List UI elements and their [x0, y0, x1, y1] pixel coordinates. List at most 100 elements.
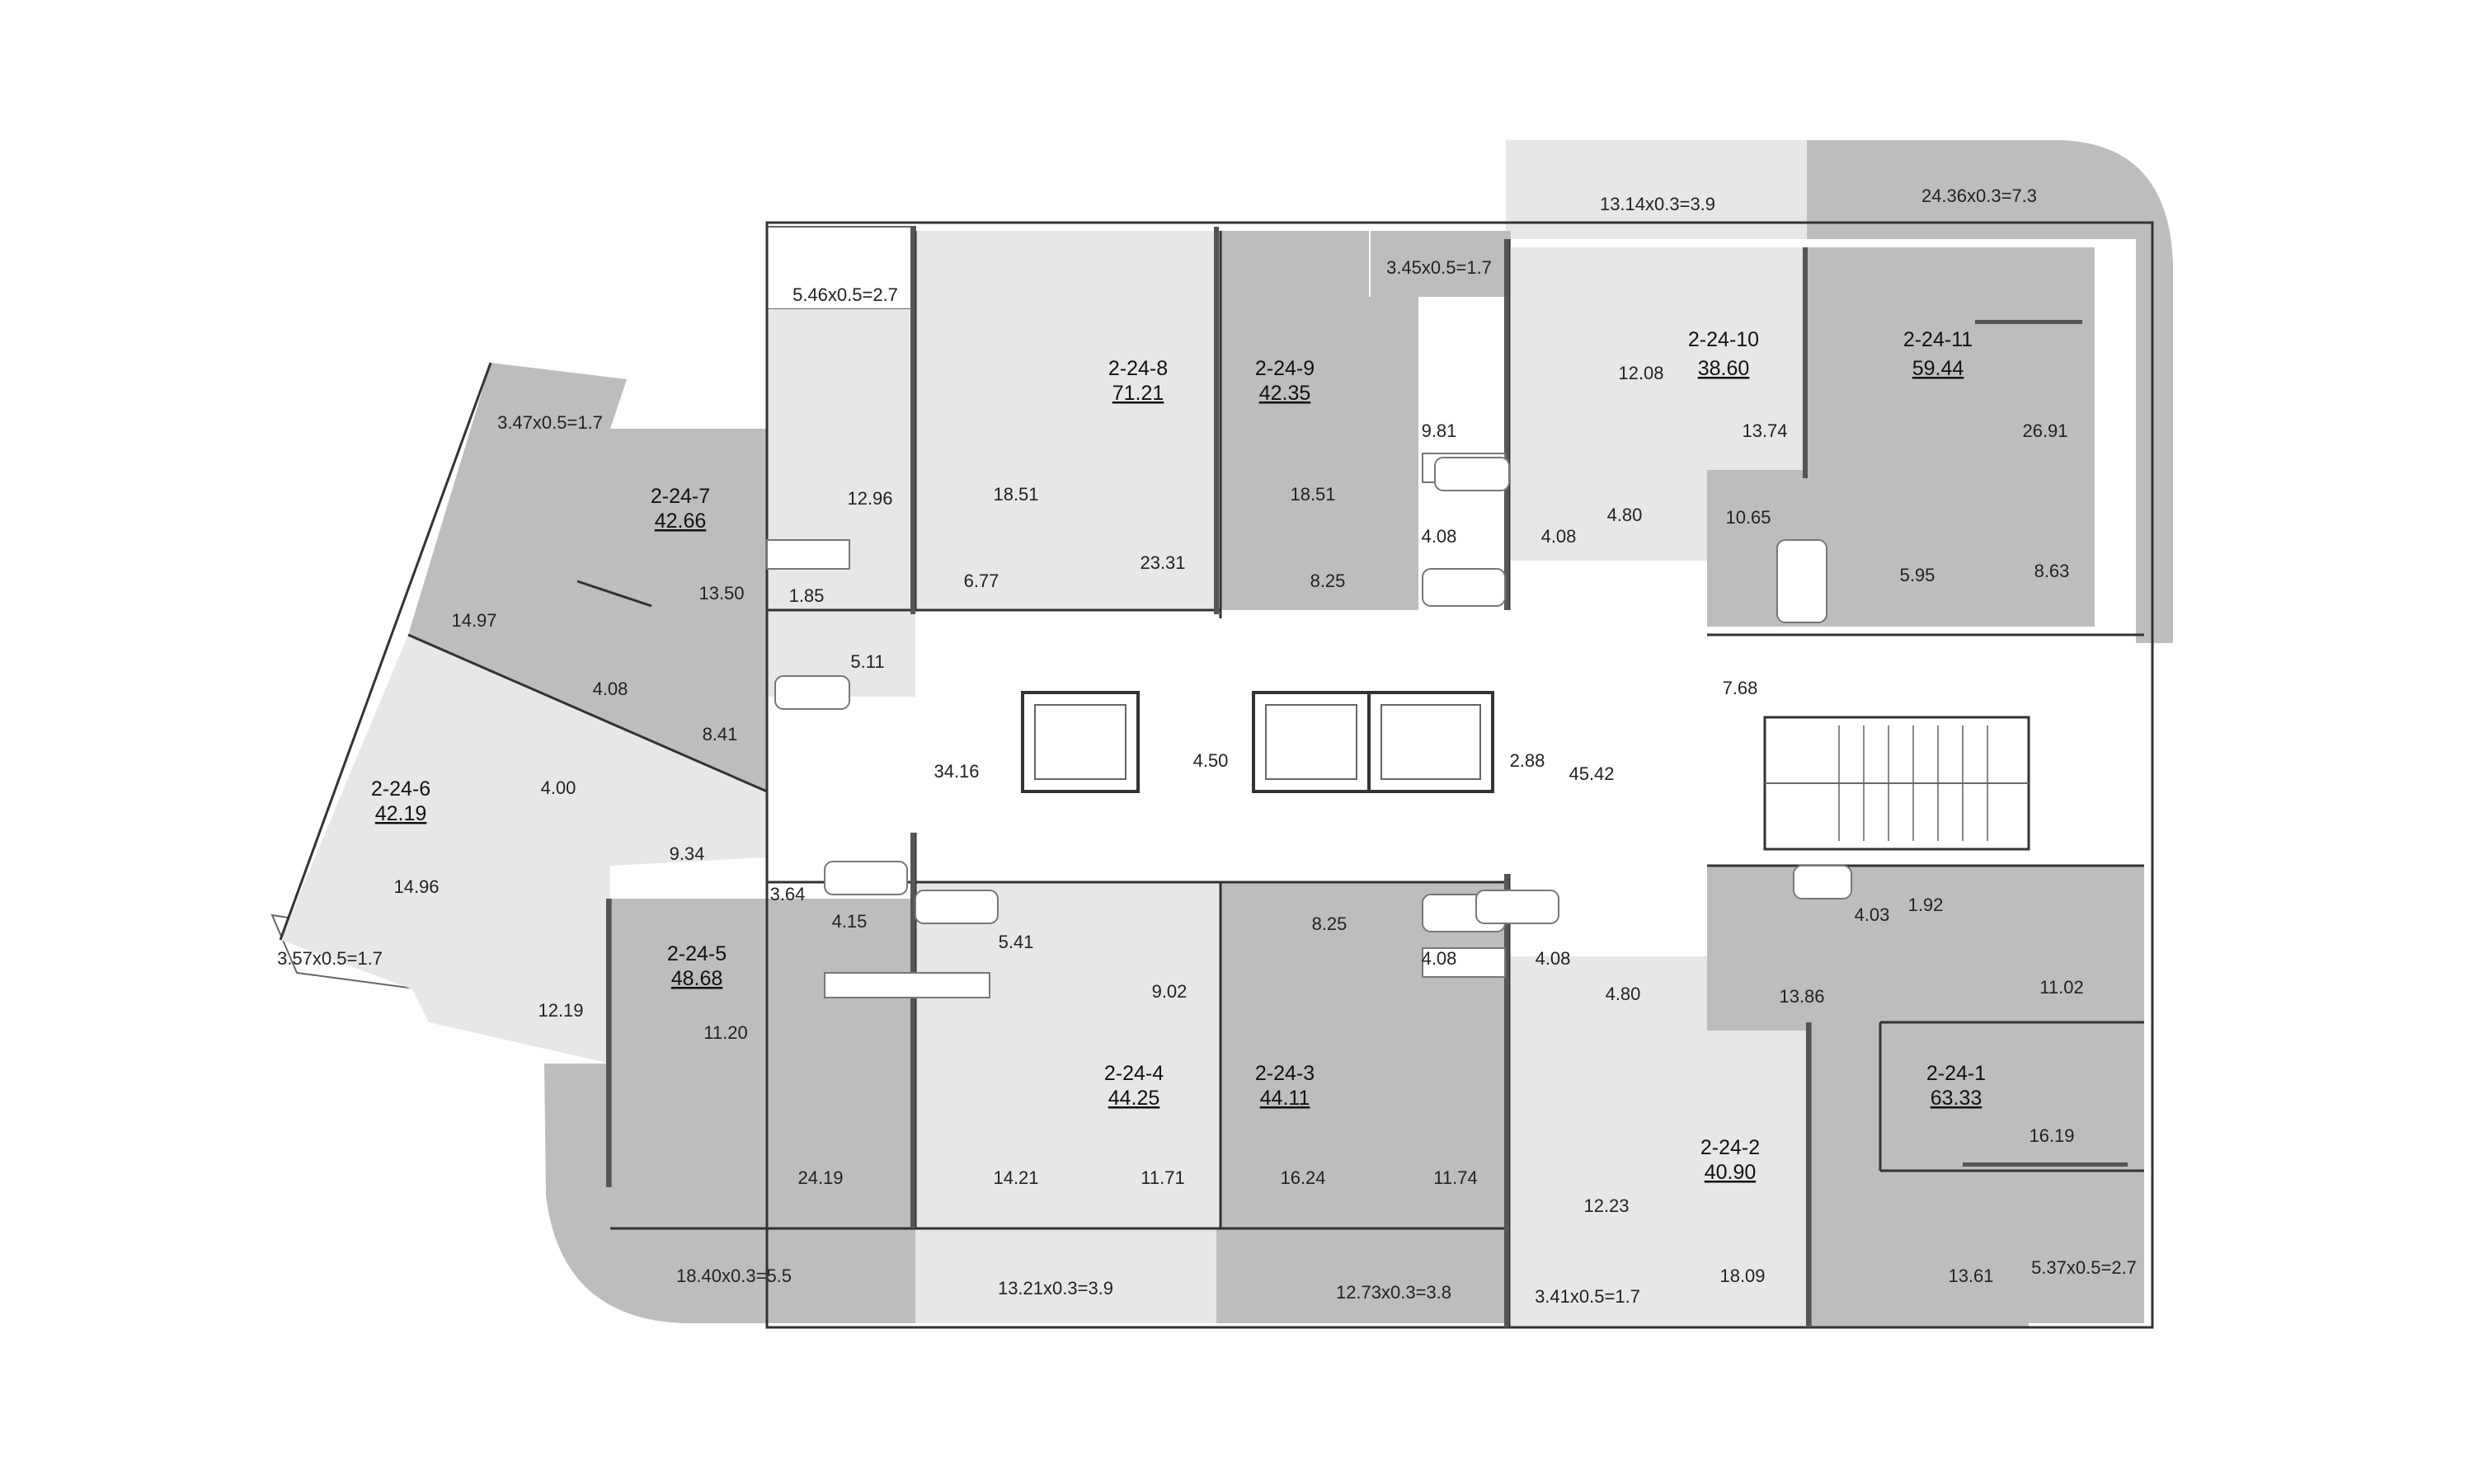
apt-area-1: 63.33: [1931, 1087, 1982, 1110]
room-area: 14.21: [993, 1167, 1038, 1188]
balcony-label: 24.36x0.3=7.3: [1921, 186, 2037, 206]
apartment-zones: [280, 231, 2144, 1327]
room-area: 1.92: [1908, 895, 1944, 915]
room-area: 11.74: [1433, 1167, 1477, 1188]
room-area: 18.51: [1290, 484, 1335, 505]
room-area: 13.50: [698, 583, 744, 603]
room-area: 12.08: [1618, 363, 1663, 383]
room-area: 8.25: [1312, 913, 1348, 934]
room-area: 2.88: [1510, 750, 1545, 771]
zone-2-24-11: [1707, 247, 2095, 627]
apt-area-4: 44.25: [1108, 1087, 1160, 1110]
balcony-bottom-right: [1216, 1228, 1509, 1323]
zone-2-24-5: [610, 899, 915, 1228]
apt-id-7: 2-24-7: [651, 485, 710, 508]
room-area: 9.02: [1152, 981, 1188, 1002]
room-area: 45.42: [1569, 763, 1614, 784]
balcony-bottom-middle: [915, 1228, 1216, 1323]
room-area: 4.08: [1422, 526, 1457, 547]
room-area: 5.11: [850, 651, 884, 672]
apt-id-6: 2-24-6: [371, 777, 430, 801]
balcony-label: 3.45x0.5=1.7: [1386, 257, 1492, 278]
room-area: 16.24: [1280, 1167, 1325, 1188]
room-area: 1.85: [789, 585, 825, 606]
apt-area-11: 59.44: [1912, 357, 1964, 380]
zone-2-24-6: [280, 635, 767, 1064]
apt-id-9: 2-24-9: [1255, 357, 1315, 380]
zone-2-24-1: [1707, 866, 2144, 1327]
room-area: 4.03: [1855, 904, 1890, 925]
room-area: 8.63: [2034, 561, 2070, 581]
room-area: 12.19: [538, 1000, 583, 1021]
apt-area-8: 71.21: [1112, 382, 1164, 405]
balcony-top-right-dark: [1807, 140, 2173, 643]
balcony-labels: 13.14x0.3=3.9 24.36x0.3=7.3 5.46x0.5=2.7…: [277, 186, 2137, 1307]
apt-id-8: 2-24-8: [1108, 357, 1168, 380]
room-area: 13.74: [1742, 420, 1787, 441]
room-area: 7.68: [1723, 678, 1758, 698]
balcony-label: 18.40x0.3=5.5: [676, 1266, 792, 1286]
balcony-label: 13.14x0.3=3.9: [1600, 194, 1715, 214]
room-area: 5.41: [999, 932, 1034, 952]
balcony-right-bottom: [2029, 1187, 2144, 1323]
apt-id-3: 2-24-3: [1255, 1062, 1315, 1085]
room-area: 4.08: [1536, 948, 1571, 969]
zone-2-24-7: [408, 363, 767, 791]
room-area: 16.19: [2029, 1125, 2074, 1146]
apt-area-10: 38.60: [1698, 357, 1750, 380]
apt-id-5: 2-24-5: [667, 942, 727, 965]
core: [1021, 691, 2030, 851]
room-area: 13.61: [1948, 1266, 1993, 1286]
room-area: 18.09: [1719, 1266, 1765, 1286]
zone-2-24-3: [1221, 882, 1509, 1228]
apt-area-7: 42.66: [655, 510, 707, 533]
room-area: 4.50: [1193, 750, 1229, 771]
apt-area-5: 48.68: [671, 967, 723, 990]
apt-id-2: 2-24-2: [1700, 1136, 1760, 1159]
walls: [279, 221, 2154, 1329]
apt-area-6: 42.19: [375, 802, 427, 825]
room-area: 4.00: [541, 777, 576, 798]
room-area: 13.86: [1779, 986, 1824, 1007]
room-area: 5.95: [1900, 565, 1935, 585]
room-area: 24.19: [797, 1167, 843, 1188]
room-labels: 12.96 18.51 23.31 6.77 1.85 5.11 18.51 8…: [393, 363, 2083, 1286]
balcony-top-left: [766, 226, 916, 310]
room-area: 14.97: [451, 610, 496, 631]
room-area: 23.31: [1140, 552, 1185, 573]
room-area: 10.65: [1725, 507, 1771, 528]
room-area: 6.77: [964, 571, 999, 591]
room-area: 4.08: [1422, 948, 1457, 969]
room-area: 34.16: [934, 761, 979, 782]
apt-id-1: 2-24-1: [1926, 1062, 1986, 1085]
balcony-label: 3.57x0.5=1.7: [277, 948, 383, 969]
room-area: 18.51: [993, 484, 1038, 505]
balcony-top-right-light: [1506, 140, 1807, 239]
apt-id-4: 2-24-4: [1104, 1062, 1164, 1085]
room-area: 11.71: [1141, 1167, 1184, 1188]
balcony-label: 5.46x0.5=2.7: [793, 284, 898, 305]
balcony-small-top: [1371, 231, 1511, 297]
room-area: 9.34: [670, 843, 705, 864]
apt-id-11: 2-24-11: [1903, 328, 1973, 351]
room-area: 4.80: [1607, 505, 1643, 525]
apt-area-9: 42.35: [1259, 382, 1311, 405]
fixtures: [766, 453, 1852, 998]
apt-area-3: 44.11: [1260, 1087, 1310, 1110]
room-area: 11.02: [2039, 977, 2083, 998]
balcony-label: 3.41x0.5=1.7: [1535, 1286, 1640, 1307]
balcony-label: 12.73x0.3=3.8: [1336, 1282, 1451, 1303]
zone-2-24-8: [915, 231, 1221, 610]
room-area: 4.08: [1541, 526, 1577, 547]
room-area: 12.96: [847, 488, 892, 509]
apt-area-2: 40.90: [1705, 1161, 1757, 1184]
room-area: 3.64: [770, 884, 806, 904]
apartment-labels: 2-24-1 63.33 2-24-2 40.90 2-24-3 44.11 2…: [371, 328, 1986, 1184]
room-area: 4.08: [593, 679, 628, 699]
room-area: 9.81: [1422, 420, 1457, 441]
room-area: 8.25: [1310, 571, 1346, 591]
balcony-label: 13.21x0.3=3.9: [998, 1278, 1113, 1298]
balcony-label: 5.37x0.5=2.7: [2031, 1257, 2137, 1278]
room-area: 4.15: [832, 911, 868, 932]
